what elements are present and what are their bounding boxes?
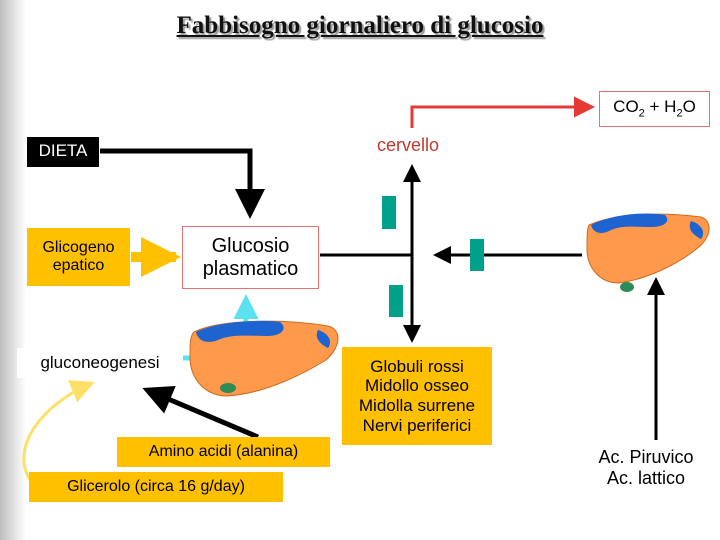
tissues-label: Globuli rossi Midollo osseo Midolla surr… — [359, 357, 475, 435]
cervello-box: cervello — [358, 128, 458, 162]
acidi-label: Ac. Piruvico Ac. lattico — [598, 447, 693, 488]
glicogeno-box: Glicogeno epatico — [27, 228, 130, 286]
teal-bar-lower — [389, 285, 403, 317]
acidi-line1: Ac. Piruvico — [598, 447, 694, 468]
amino-acidi-box: Amino acidi (alanina) — [117, 437, 330, 467]
dieta-box: DIETA — [27, 137, 99, 167]
glicogeno-line1: Glicogeno — [42, 238, 115, 256]
arrow-glicerolo-to-gluconeogenesi — [22, 380, 95, 484]
gluconeogenesi-label: gluconeogenesi — [40, 353, 160, 373]
plus-h-text: + H — [644, 97, 677, 117]
glicogeno-label: Glicogeno epatico — [42, 239, 114, 276]
liver-icon — [189, 320, 339, 397]
arrow-amino-to-gluconeogenesi — [142, 385, 259, 440]
left-gradient-bar — [0, 0, 26, 540]
tissues-box: Globuli rossi Midollo osseo Midolla surr… — [342, 347, 492, 445]
co2-h2o-box: CO2 + H2O — [599, 91, 710, 127]
h2o-subscript: 2 — [676, 107, 683, 120]
gluconeogenesi-box: gluconeogenesi — [17, 348, 183, 378]
cervello-label: cervello — [376, 134, 440, 155]
tissues-line3: Midolla surrene — [358, 396, 476, 415]
glucosio-line1: Glucosio — [211, 234, 290, 257]
tissues-line1: Globuli rossi — [370, 356, 464, 376]
glicerolo-box: Glicerolo (circa 16 g/day) — [29, 472, 283, 502]
co2-subscript: 2 — [638, 107, 645, 120]
glucosio-line2: plasmatico — [202, 257, 299, 280]
glicogeno-line2: epatico — [52, 257, 105, 274]
glicerolo-label: Glicerolo (circa 16 g/day) — [67, 477, 245, 495]
teal-bar-right — [470, 239, 484, 271]
acidi-line2: Ac. lattico — [606, 468, 686, 488]
co2-h2o-label: CO2 + H2O — [613, 97, 696, 120]
arrow-cervello-to-co2 — [410, 96, 595, 128]
co2-text: CO — [613, 97, 639, 117]
glucosio-box: Glucosio plasmatico — [182, 226, 319, 289]
amino-acidi-label: Amino acidi (alanina) — [148, 442, 299, 460]
tissues-line2: Midollo osseo — [365, 376, 469, 396]
tissues-line4: Nervi periferici — [362, 415, 472, 435]
arrow-dieta-to-glucosio — [100, 148, 265, 219]
liver-icon — [586, 213, 710, 292]
teal-bar-upper — [382, 196, 396, 229]
dieta-label: DIETA — [38, 141, 88, 161]
glucosio-label: Glucosio plasmatico — [203, 235, 299, 281]
o-text: O — [682, 97, 696, 117]
acidi-box: Ac. Piruvico Ac. lattico — [583, 442, 709, 494]
page-title: Fabbisogno giornaliero di glucosio — [176, 12, 544, 39]
